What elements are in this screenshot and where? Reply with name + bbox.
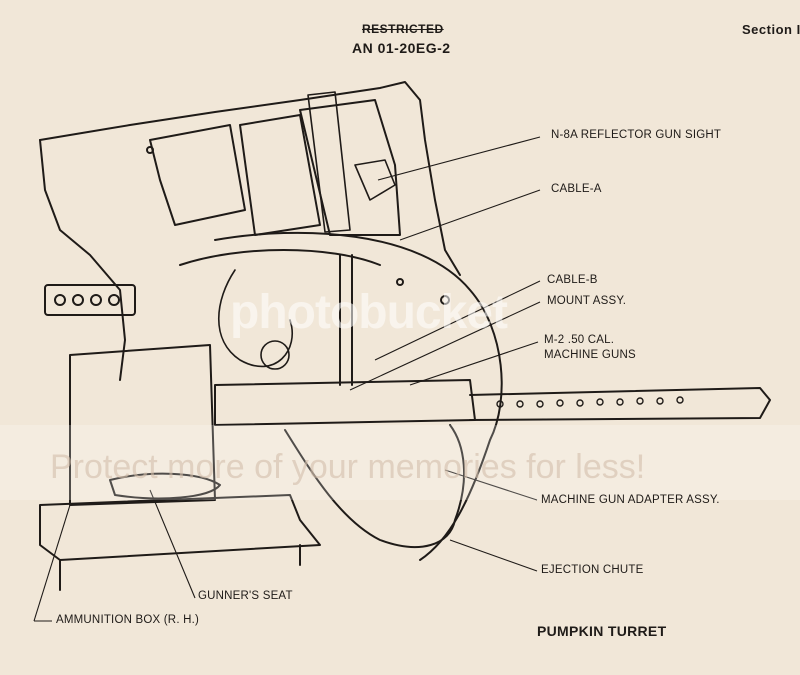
ejection-chute (284, 424, 465, 549)
callout-cable-b: CABLE-B (547, 274, 598, 286)
callout-mount-assy: MOUNT ASSY. (547, 295, 627, 307)
document-number: AN 01-20EG-2 (352, 40, 451, 56)
turret-dome (214, 231, 503, 561)
leader-m2 (409, 341, 539, 386)
leader-mount (349, 301, 541, 391)
cable-loop (218, 269, 293, 368)
leader-cable-a (399, 189, 541, 241)
gun-barrel (469, 387, 771, 421)
turret-base (39, 494, 321, 561)
callout-gunners-seat: GUNNER'S SEAT (198, 590, 293, 602)
canopy-window-2 (239, 114, 321, 236)
turret-canopy (39, 81, 461, 276)
leader-seat (149, 489, 196, 599)
callout-ammunition-box: AMMUNITION BOX (R. H.) (56, 614, 200, 626)
turret-left-wall (39, 139, 126, 381)
leader-cable-b (374, 280, 541, 361)
restricted-stamp: RESTRICTED (362, 22, 444, 36)
callout-m2-line1: M-2 .50 CAL. (544, 334, 615, 346)
canopy-window-3 (299, 99, 401, 236)
gun-receiver (214, 379, 476, 426)
mount-post (339, 254, 353, 386)
side-bracket (44, 284, 136, 316)
leader-adapter (444, 469, 538, 501)
canopy-window-1 (149, 124, 246, 226)
callout-cable-a: CABLE-A (551, 183, 602, 195)
section-label: Section I (742, 22, 800, 37)
callout-n8a-gun-sight: N-8A REFLECTOR GUN SIGHT (551, 129, 722, 141)
callout-m2-line2: MACHINE GUNS (544, 349, 636, 361)
gun-sight (307, 91, 351, 233)
callout-ejection-chute: EJECTION CHUTE (541, 564, 644, 576)
gunners-seat (109, 472, 221, 500)
leader-ejection (449, 539, 538, 572)
callout-adapter-assy: MACHINE GUN ADAPTER ASSY. (541, 494, 720, 506)
ammunition-box (69, 344, 216, 506)
leader-n8a (377, 136, 541, 181)
figure-caption: PUMPKIN TURRET (537, 623, 667, 639)
